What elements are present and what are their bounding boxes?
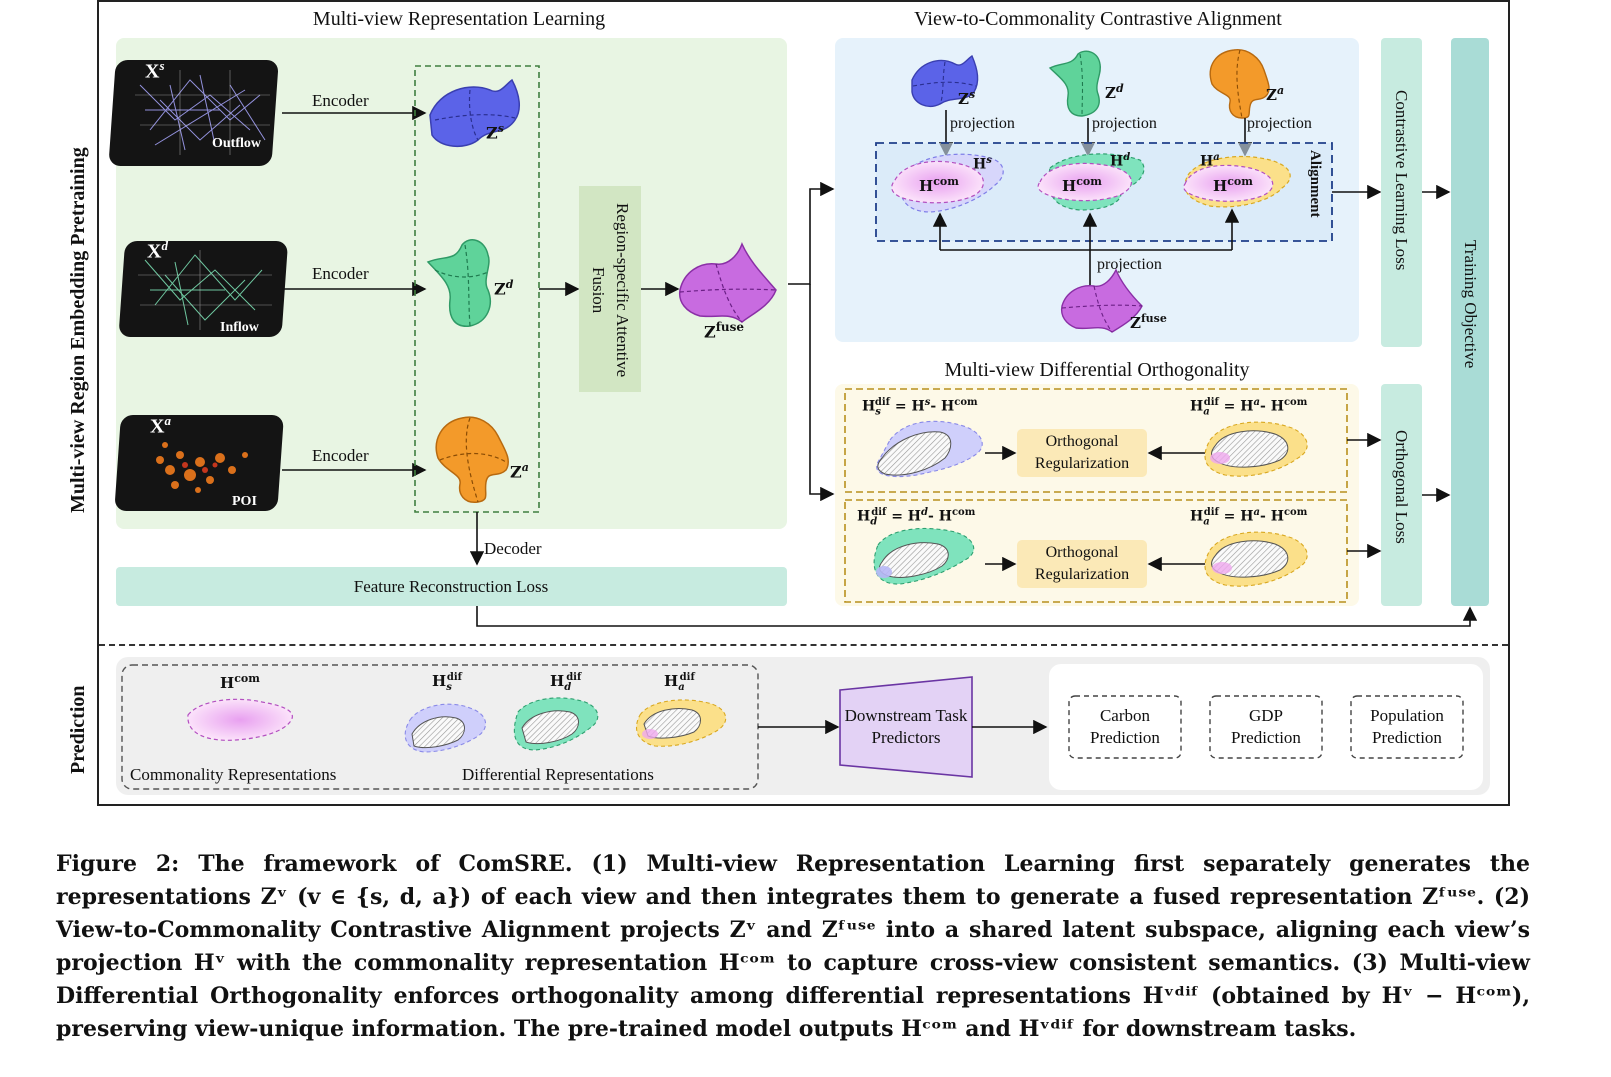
- differential-label: Differential Representations: [462, 765, 654, 784]
- v2c-zfuse: [1060, 268, 1143, 333]
- recon-loss-label: Feature Reconstruction Loss: [353, 577, 549, 596]
- projection-label-a: projection: [1247, 115, 1312, 132]
- figure-frame: [97, 0, 1510, 806]
- align-ha-label: Ha: [1200, 152, 1220, 170]
- zfuse-label: Zfuse: [704, 320, 744, 342]
- orthogonal-loss-label: Orthogonal Loss: [1392, 430, 1411, 544]
- v2c-za-label: Za: [1266, 84, 1285, 104]
- task-population: Population Prediction: [1370, 706, 1444, 747]
- zd-shape: [426, 239, 491, 327]
- inflow-map-tile: [119, 241, 288, 337]
- align-hs: [891, 153, 1004, 213]
- v2c-zs-label: Zs: [958, 88, 976, 108]
- pred-hs-dif-blob: [404, 703, 487, 753]
- v2c-zd: [1048, 50, 1102, 117]
- pred-hcom-label: Hcom: [220, 672, 260, 692]
- align-hcom-d-label: Hcom: [1062, 175, 1102, 195]
- v2c-zs: [911, 54, 979, 108]
- zd-label: Zd: [494, 278, 514, 299]
- v2c-title: View-to-Commonality Contrastive Alignmen…: [914, 8, 1282, 30]
- mvdo-title: Multi-view Differential Orthogonality: [944, 359, 1250, 381]
- mvdo-row1-left-formula: Hsdif = Hs- Hcom: [862, 397, 978, 418]
- v2c-za: [1209, 49, 1270, 119]
- v2c-zfuse-label: Zfuse: [1130, 312, 1167, 332]
- pred-hd-dif-blob: [513, 697, 599, 751]
- diagram-graphics: [109, 38, 1489, 790]
- zfuse-shape: [678, 241, 777, 323]
- projection-label-fuse: projection: [1097, 256, 1162, 273]
- fusion-label: Region-specific Attentive Fusion: [589, 202, 632, 378]
- mvdo-hs-dif-blob: [876, 420, 983, 478]
- mvrl-title: Multi-view Representation Learning: [312, 8, 606, 30]
- zs-label: Zs: [486, 122, 504, 143]
- mvdo-row2-left-formula: Hddif = Hd- Hcom: [857, 507, 976, 528]
- encoder-label-s: Encoder: [312, 91, 369, 110]
- align-hs-label: Hs: [973, 155, 992, 173]
- align-hd-label: Hd: [1110, 152, 1131, 170]
- align-hcom-a-label: Hcom: [1213, 175, 1253, 195]
- pred-ha-dif-blob: [636, 699, 727, 747]
- commonality-label: Commonality Representations: [130, 765, 337, 784]
- mvdo-row2-right-formula: Hadif = Ha- Hcom: [1190, 507, 1308, 528]
- xd-label: Xd: [147, 238, 168, 263]
- v2c-zd-label: Zd: [1105, 82, 1124, 102]
- mvdo-ha-dif-blob-2: [1204, 531, 1308, 587]
- inflow-label: Inflow: [220, 320, 259, 335]
- za-shape: [435, 416, 510, 503]
- projection-label-d: projection: [1092, 115, 1157, 132]
- projection-label-s: projection: [950, 115, 1015, 132]
- contrastive-loss-label: Contrastive Learning Loss: [1392, 90, 1411, 271]
- mvdo-row1-right-formula: Hadif = Ha- Hcom: [1190, 397, 1308, 418]
- decoder-label: Decoder: [484, 539, 542, 558]
- encoder-label-a: Encoder: [312, 446, 369, 465]
- align-hcom-s-label: Hcom: [919, 175, 959, 195]
- predictor-label: Downstream Task Predictors: [844, 706, 968, 747]
- pred-ha-dif-label: Hadif: [664, 672, 695, 693]
- xa-label: Xa: [150, 413, 171, 438]
- task-gdp: GDP Prediction: [1231, 706, 1301, 747]
- training-objective-label: Training Objective: [1461, 240, 1480, 369]
- poi-map-tile: [115, 415, 284, 511]
- ortho-reg-2-label: Orthogonal Regularization: [1034, 544, 1130, 583]
- encoder-label-d: Encoder: [312, 264, 369, 283]
- outflow-label: Outflow: [212, 136, 261, 151]
- zs-shape: [429, 78, 520, 147]
- mvdo-ha-dif-blob-1: [1204, 421, 1308, 477]
- pred-hcom-blob: [187, 698, 293, 741]
- figure-caption: Figure 2: The framework of ComSRE. (1) M…: [56, 851, 1530, 1042]
- align-hd: [1037, 153, 1145, 211]
- task-carbon: Carbon Prediction: [1090, 706, 1160, 747]
- alignment-label: Alignment: [1307, 150, 1323, 218]
- za-label: Za: [510, 461, 529, 482]
- pred-hd-dif-label: Hddif: [550, 672, 582, 693]
- pred-hs-dif-label: Hsdif: [432, 672, 462, 693]
- mvdo-hd-dif-blob: [873, 527, 975, 585]
- outflow-map-tile: [109, 60, 278, 166]
- align-ha: [1183, 155, 1291, 208]
- section-separator: [99, 644, 1508, 646]
- ortho-reg-1-label: Orthogonal Regularization: [1034, 433, 1130, 472]
- poi-label: POI: [232, 494, 257, 509]
- xs-label: Xs: [145, 58, 165, 83]
